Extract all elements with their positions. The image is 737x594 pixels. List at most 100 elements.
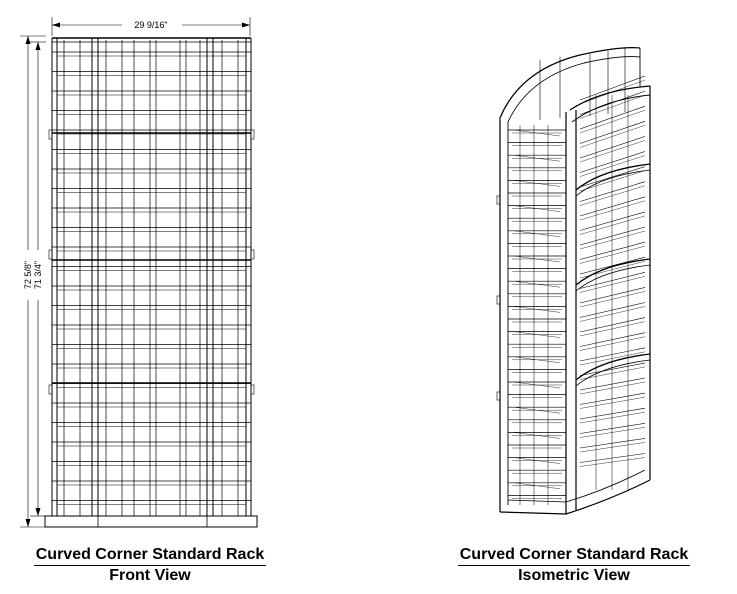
iso-diagonal [579,321,646,337]
iso-cradle [513,255,561,263]
iso-diagonal [579,427,646,438]
iso-diagonal [579,105,646,130]
curved-rib [575,258,651,286]
iso-diagonal [579,362,646,376]
iso-diagonal [579,317,646,333]
curved-rib [575,163,651,191]
side-clip [250,384,255,395]
height-outer-label: 72 5/8" [23,261,33,289]
iso-diagonal [579,200,646,221]
iso-diagonal [579,125,646,148]
iso-diagonal [579,442,646,453]
iso-cradle [513,129,561,137]
iso-diagonal [579,211,646,231]
iso-caption-title: Curved Corner Standard Rack [457,545,691,566]
iso-diagonal [579,241,646,260]
iso-diagonal [579,276,646,293]
iso-diagonal [579,336,646,351]
side-clip [250,249,255,260]
curved-rib [575,359,651,387]
iso-cradle [513,331,561,338]
iso-cradle [513,281,561,288]
iso-cradle [513,205,561,212]
side-clip [496,195,501,205]
base-arc [507,469,646,503]
iso-cradle [513,432,561,439]
iso-diagonal [579,256,646,275]
iso-cradle [513,230,561,237]
height-dimensions: 72 5/8" 71 3/4" [20,35,46,528]
iso-diagonal [579,272,646,289]
iso-cradle [513,407,561,414]
iso-cradle [513,306,561,313]
iso-diagonal [579,351,646,366]
top-back-arc [499,47,641,119]
curved-rib [575,353,651,381]
base-plinth [44,515,258,528]
iso-diagonal [579,151,646,173]
iso-diagonal [579,302,646,318]
iso-caption-view: Isometric View [518,567,630,584]
iso-diagonal [579,181,646,202]
iso-diagonal [579,90,646,115]
iso-cradle [513,155,561,162]
iso-diagonal [579,155,646,177]
iso-diagonal [579,366,646,380]
iso-diagonal [579,453,646,463]
iso-diagonal [579,306,646,322]
top-back-arc [507,56,641,123]
side-clip [48,249,53,260]
base-arc [499,479,651,515]
iso-diagonal [579,94,646,119]
iso-diagonal [579,287,646,304]
iso-diagonal [579,332,646,347]
isometric-view-caption: Curved Corner Standard Rack Isometric Vi… [424,545,724,586]
width-dimension-label: 29 9/16" [134,20,167,30]
iso-diagonal [579,392,646,405]
curved-rib [575,264,651,292]
front-view-caption: Curved Corner Standard Rack Front View [0,545,300,586]
iso-diagonal [579,185,646,206]
isometric-view-drawing [496,47,651,515]
front-caption-view: Front View [109,567,191,584]
iso-cradle [513,482,561,489]
side-clip [48,384,53,395]
iso-diagonal [579,140,646,163]
iso-diagonal [579,110,646,134]
iso-cradle [513,356,561,363]
iso-diagonal [579,75,646,101]
iso-diagonal [579,423,646,434]
iso-diagonal [579,166,646,188]
iso-diagonal [579,79,646,105]
top-front-arc [569,85,651,111]
height-inner-label: 71 3/4" [33,261,43,289]
iso-diagonal [579,170,646,192]
iso-diagonal [579,347,646,362]
iso-diagonal [579,136,646,159]
front-caption-title: Curved Corner Standard Rack [33,545,267,566]
iso-diagonal [579,226,646,246]
top-front-arc [571,94,651,123]
iso-diagonal [579,457,646,467]
side-clip [496,391,501,401]
curved-rib [575,169,651,197]
iso-diagonal [579,412,646,424]
iso-diagonal [579,230,646,250]
iso-diagonal [579,381,646,395]
iso-diagonal [579,196,646,217]
front-rack-frame [44,37,258,528]
iso-diagonal [579,407,646,420]
iso-diagonal [579,396,646,409]
side-clip [496,295,501,305]
side-clip [48,129,53,140]
iso-cradle [513,180,561,187]
iso-diagonal [579,121,646,144]
iso-diagonal [579,245,646,264]
iso-diagonal [579,377,646,391]
iso-cradle [513,457,561,464]
iso-cradle [513,381,561,389]
iso-diagonal [579,291,646,308]
iso-diagonal [579,215,646,235]
front-view-drawing: 29 9/16" 72 5/8" 71 3/4" [20,17,258,528]
